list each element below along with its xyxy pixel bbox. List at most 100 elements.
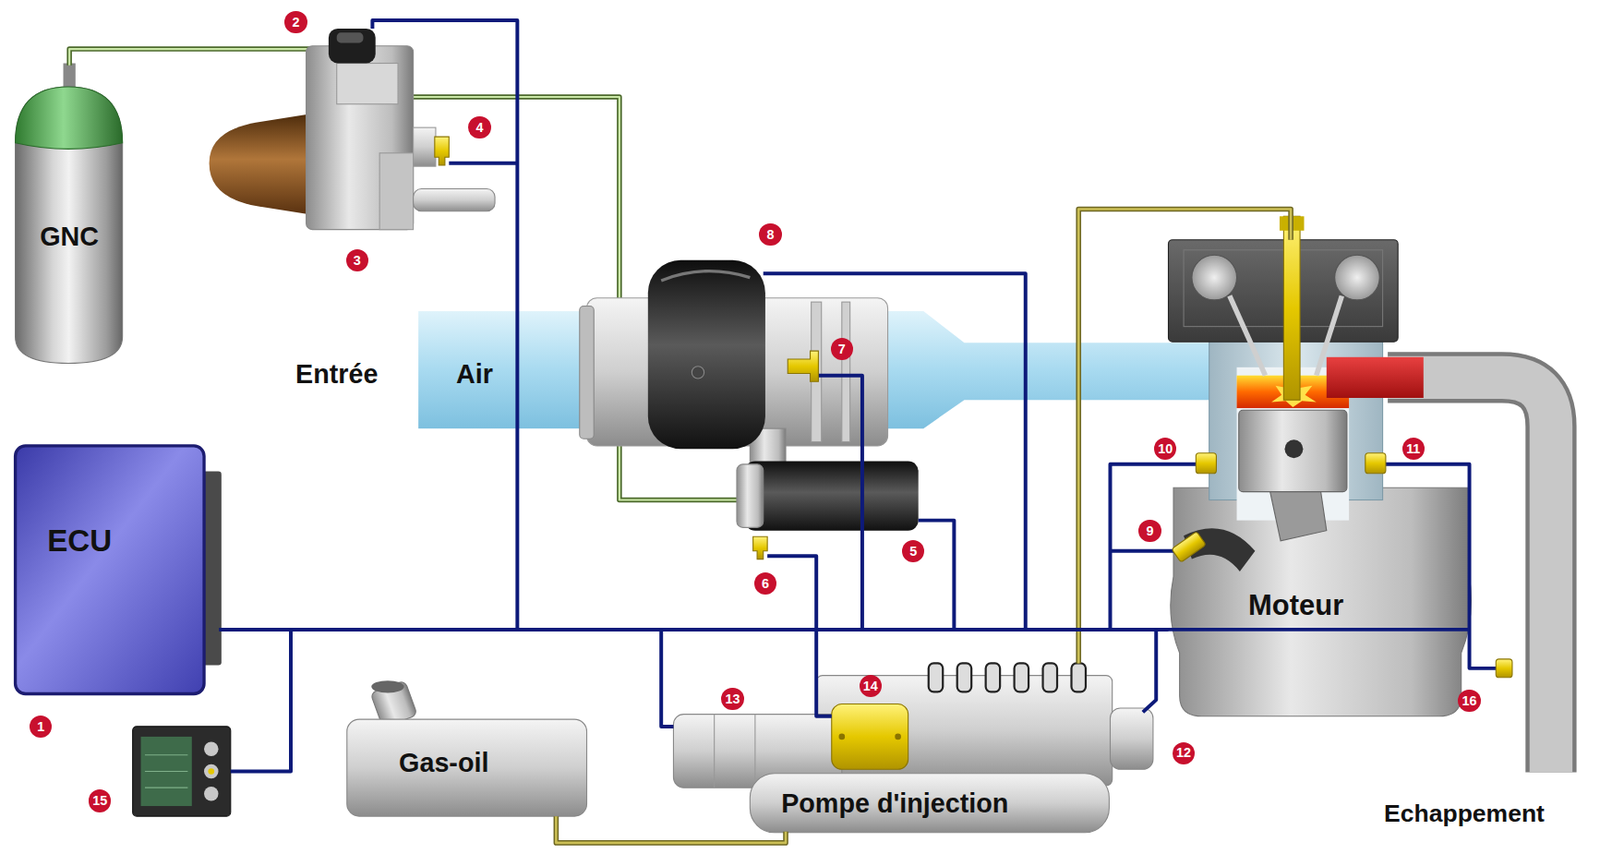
fuel-injector	[1283, 216, 1300, 400]
callout-badge: 11	[1402, 437, 1425, 460]
signal-wire	[918, 520, 955, 630]
injection-pump	[749, 773, 1109, 833]
dashboard-display	[141, 736, 193, 807]
signal-wire	[219, 627, 1470, 632]
callout-badge: 3	[346, 249, 369, 272]
dashboard-display	[207, 768, 215, 775]
pump-actuator	[831, 704, 909, 770]
exhaust-manifold	[1326, 357, 1424, 398]
injection-pump	[673, 662, 1153, 832]
callout-number: 15	[92, 793, 108, 807]
pressure-regulator	[209, 114, 309, 215]
label-holder: Entrée	[295, 359, 378, 390]
throttle-actuator	[691, 366, 704, 379]
node-text: GNC	[39, 221, 99, 253]
callout-number: 3	[353, 253, 361, 267]
callout-number: 1	[36, 720, 45, 734]
callout-number: 13	[725, 692, 741, 706]
exhaust-manifold	[1326, 357, 1424, 398]
callout-badge: 1	[29, 715, 52, 738]
injection-pump	[1109, 708, 1153, 770]
dashboard-display	[144, 770, 188, 772]
callout-badge: 14	[859, 674, 882, 698]
callout-number: 5	[909, 544, 917, 558]
solenoid-valve	[328, 28, 376, 64]
callout-number: 2	[292, 15, 301, 29]
engine	[1335, 254, 1381, 301]
callout-number: 12	[1176, 745, 1191, 759]
air-intake-duct: Air	[418, 311, 587, 429]
pressure-regulator	[306, 46, 414, 230]
dashboard-display	[204, 764, 218, 779]
gas-tank: GNC	[15, 86, 123, 362]
engine	[1229, 295, 1266, 375]
callout-number: 8	[766, 228, 774, 241]
pipe-outline	[555, 816, 786, 843]
sensor-connector	[434, 136, 449, 166]
label-holder: Echappement	[1383, 799, 1545, 829]
callout-number: 16	[1462, 694, 1478, 708]
callout-badge: 8	[758, 223, 782, 246]
callout-badge: 6	[754, 572, 777, 595]
injection-pump	[928, 662, 943, 692]
gas-cylinder	[15, 63, 123, 364]
signal-wire	[767, 555, 832, 717]
gas-injector-rail	[736, 461, 919, 531]
sensor-connector	[1365, 453, 1386, 474]
callout-badge: 12	[1172, 742, 1195, 765]
gas-mixer	[842, 301, 851, 442]
injection-pump	[754, 714, 756, 789]
callout-badge: 10	[1154, 437, 1177, 460]
signal-wire	[1142, 629, 1156, 713]
ecu-unit	[15, 445, 205, 695]
signal-wire	[219, 20, 1498, 771]
pressure-regulator	[413, 127, 436, 167]
diesel-tank: Gas-oil	[347, 719, 588, 817]
engine	[1239, 409, 1348, 492]
pressure-regulator	[336, 63, 398, 105]
sensor-connector	[1171, 531, 1206, 564]
node-text: Pompe d'injection	[781, 788, 1009, 819]
ecu-box: ECU	[15, 445, 220, 695]
dashboard-display	[204, 741, 218, 756]
injection-pump	[1014, 662, 1029, 692]
signal-wire	[1385, 464, 1497, 669]
signal-wire	[1109, 549, 1176, 554]
part-label: Echappement	[1383, 799, 1545, 829]
diesel-tank	[371, 680, 404, 693]
node-text: Gas-oil	[398, 747, 489, 779]
fuel-line	[555, 816, 786, 843]
diesel-tank	[347, 719, 588, 817]
pump-actuator	[894, 733, 902, 741]
connector-group	[555, 816, 786, 843]
injection-pump	[1043, 662, 1058, 692]
gas-pipe	[69, 48, 327, 66]
callout-badge: 4	[468, 116, 491, 139]
dashboard-display	[144, 787, 188, 789]
gas-cylinder	[63, 63, 76, 91]
dashboard-display	[132, 726, 231, 817]
diesel-tank	[347, 680, 588, 817]
connector-group	[219, 628, 1169, 630]
callout-number: 11	[1406, 442, 1420, 456]
injection-pump	[1070, 662, 1085, 692]
pump-actuator	[831, 704, 909, 770]
engine-block: Moteur	[1167, 240, 1469, 715]
callout-number: 10	[1157, 442, 1173, 456]
engine	[1284, 439, 1303, 458]
callout-badge: 5	[902, 540, 925, 563]
callout-badge: 9	[1138, 519, 1161, 542]
signal-wire	[219, 627, 1169, 632]
air-duct	[418, 311, 597, 429]
throttle-actuator	[661, 271, 750, 281]
signal-wire	[763, 273, 1026, 630]
signal-wire	[230, 629, 291, 772]
callout-badge: 7	[830, 337, 854, 361]
gas-injector-rail	[736, 464, 764, 529]
engine	[1167, 240, 1471, 717]
callout-badge: 2	[284, 11, 307, 34]
node-text: Moteur	[1248, 589, 1344, 623]
callout-badge: 13	[721, 687, 744, 710]
